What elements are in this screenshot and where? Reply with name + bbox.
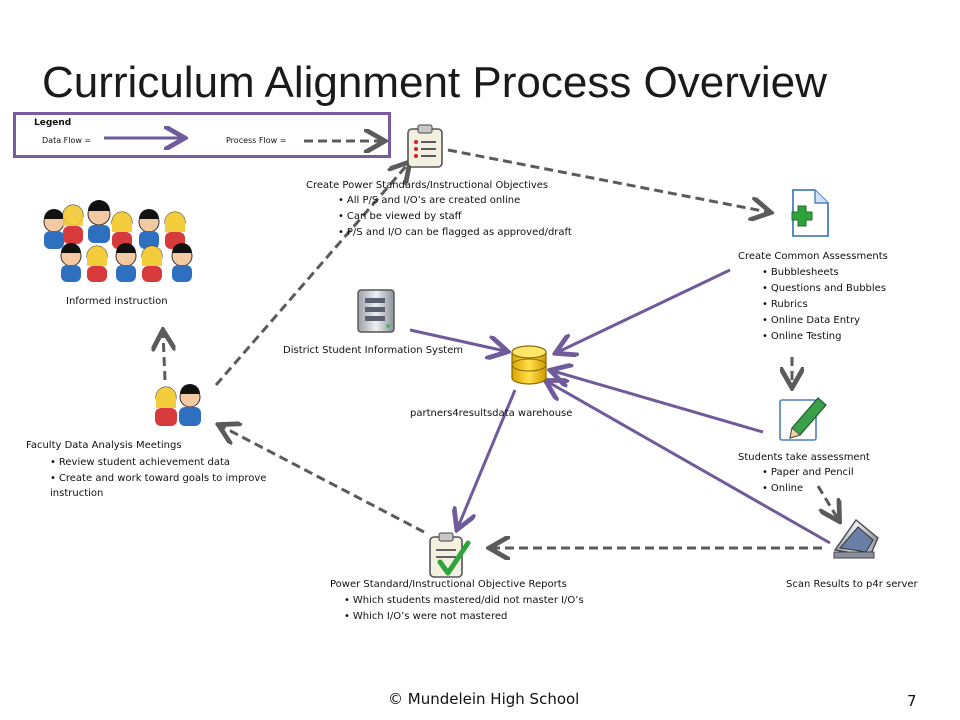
common-assessments-bullets: Bubblesheets Questions and Bubbles Rubri… bbox=[762, 265, 886, 345]
data-arrow-students-to-warehouse bbox=[553, 371, 764, 434]
list-item: Online Testing bbox=[762, 329, 886, 345]
list-item: Which students mastered/did not master I… bbox=[344, 593, 584, 609]
common-assessments-label: Create Common Assessments bbox=[738, 251, 888, 262]
informed-instruction-label: Informed instruction bbox=[66, 296, 168, 307]
data-arrow-sis-to-warehouse bbox=[409, 328, 505, 351]
reports-label: Power Standard/Instructional Objective R… bbox=[330, 579, 567, 590]
list-item: Bubblesheets bbox=[762, 265, 886, 281]
page-number: 7 bbox=[907, 692, 917, 710]
students-take-label: Students take assessment bbox=[738, 452, 870, 463]
people-group-icon bbox=[43, 200, 193, 282]
faculty-meetings-label: Faculty Data Analysis Meetings bbox=[26, 440, 182, 451]
process-arrow-faculty-to-instruction bbox=[163, 333, 165, 381]
list-item: Create and work toward goals to improve bbox=[50, 471, 267, 487]
clipboard-check-icon bbox=[429, 532, 471, 578]
list-item: Questions and Bubbles bbox=[762, 281, 886, 297]
two-people-icon bbox=[155, 384, 201, 426]
scanner-icon bbox=[833, 518, 879, 559]
process-arrow-ps-to-ca bbox=[447, 148, 768, 212]
list-item: All P/S and I/O’s are created online bbox=[338, 193, 572, 209]
power-standards-bullets: All P/S and I/O’s are created online Can… bbox=[338, 193, 572, 241]
clipboard-icon bbox=[407, 124, 443, 168]
district-sis-label: District Student Information System bbox=[283, 345, 463, 356]
legend-title: Legend bbox=[34, 118, 72, 128]
list-item: Rubrics bbox=[762, 297, 886, 313]
students-take-bullets: Paper and Pencil Online bbox=[762, 465, 854, 497]
scan-label: Scan Results to p4r server bbox=[786, 579, 918, 590]
new-document-icon bbox=[791, 189, 829, 237]
list-item: P/S and I/O can be flagged as approved/d… bbox=[338, 225, 572, 241]
faculty-meetings-bullet-continuation: instruction bbox=[50, 488, 104, 499]
data-arrow-warehouse-to-reports bbox=[458, 389, 517, 527]
list-item: Review student achievement data bbox=[50, 455, 266, 471]
database-icon bbox=[511, 345, 547, 385]
footer-copyright: © Mundelein High School bbox=[388, 690, 580, 708]
legend-box bbox=[13, 112, 391, 158]
list-item: Can be viewed by staff bbox=[338, 209, 572, 225]
faculty-meetings-bullets: Review student achievement data Create a… bbox=[50, 455, 267, 487]
list-item: Which I/O’s were not mastered bbox=[344, 609, 584, 625]
pencil-document-icon bbox=[779, 397, 827, 441]
data-arrow-scan-to-warehouse bbox=[548, 382, 831, 545]
page-title: Curriculum Alignment Process Overview bbox=[42, 58, 827, 107]
server-icon bbox=[357, 289, 395, 333]
legend-data-flow-label: Data Flow = bbox=[42, 136, 92, 145]
data-arrow-ca-to-warehouse bbox=[558, 268, 731, 352]
list-item: Paper and Pencil bbox=[762, 465, 854, 481]
warehouse-label: partners4resultsdata warehouse bbox=[410, 408, 573, 419]
process-arrow-reports-to-faculty bbox=[221, 426, 425, 534]
power-standards-label: Create Power Standards/Instructional Obj… bbox=[306, 180, 549, 191]
legend-process-flow-label: Process Flow = bbox=[226, 136, 287, 145]
list-item: Online Data Entry bbox=[762, 313, 886, 329]
reports-bullets: Which students mastered/did not master I… bbox=[344, 593, 584, 625]
list-item: Online bbox=[762, 481, 854, 497]
